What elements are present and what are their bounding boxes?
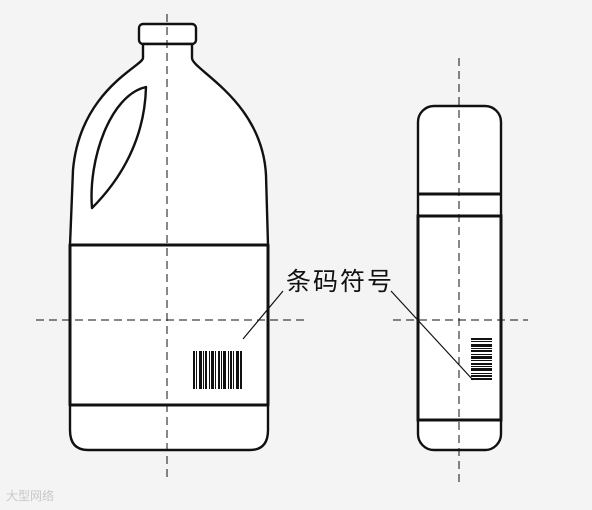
barcode-bar: [230, 351, 232, 389]
watermark: 大型网络: [6, 489, 55, 503]
barcode-bar: [471, 354, 492, 355]
barcode-bar: [471, 350, 492, 352]
leader-line-large: [242, 290, 284, 340]
barcode-bar: [471, 378, 492, 380]
large-bottle-barcode: [193, 351, 242, 389]
barcode-bar: [211, 351, 214, 389]
barcode-bar: [221, 351, 222, 389]
barcode-bar: [196, 351, 197, 389]
barcode-bar: [223, 351, 226, 389]
barcode-bar: [209, 351, 210, 389]
leader-lines: [242, 290, 474, 381]
large-bottle-label: [68, 243, 270, 407]
barcode-bar: [228, 351, 229, 389]
center-lines: [36, 14, 528, 484]
barcode-bar: [205, 351, 207, 389]
barcode-bar: [471, 375, 492, 377]
barcode-bar: [471, 363, 492, 365]
barcode-bar: [240, 351, 242, 389]
barcode-bar: [199, 351, 202, 389]
barcode-bar: [471, 368, 492, 371]
small-bottle-barcode: [471, 338, 492, 380]
barcode-bar: [193, 351, 195, 389]
barcode-bar: [471, 373, 492, 374]
barcode-bar: [471, 341, 492, 342]
barcode-bar: [471, 338, 492, 340]
barcode-bar: [471, 356, 492, 359]
barcode-bar: [218, 351, 220, 389]
barcode-callout-label: 条码符号: [286, 267, 395, 296]
barcode-bar: [471, 366, 492, 367]
large-bottle: [68, 22, 270, 452]
barcode-bar: [471, 360, 492, 361]
barcode-bar: [233, 351, 234, 389]
barcode-bar: [471, 344, 492, 347]
barcode-bar: [203, 351, 204, 389]
barcode-bar: [215, 351, 216, 389]
barcode-bar: [471, 348, 492, 349]
barcode-bar: [236, 351, 239, 389]
leader-line-small: [390, 290, 474, 381]
large-bottle-handle: [90, 85, 148, 210]
